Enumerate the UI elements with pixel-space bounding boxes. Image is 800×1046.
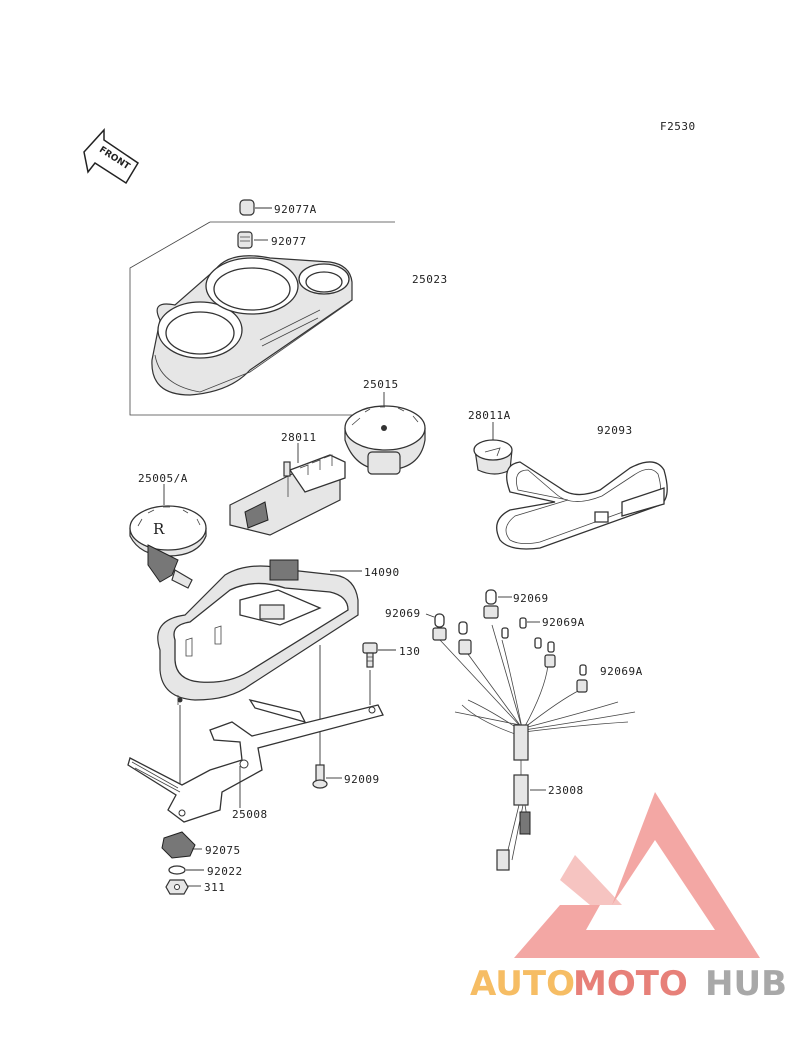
callout-28011: 28011	[281, 431, 317, 444]
callout-25015: 25015	[363, 378, 399, 391]
group-outline	[129, 221, 395, 416]
callout-92069a-a: 92069A	[542, 616, 585, 629]
callout-92077: 92077	[271, 235, 307, 248]
logo-word-moto: MOTO	[573, 964, 688, 1004]
terminal-board-28011	[229, 454, 346, 536]
callout-23008: 23008	[548, 784, 584, 797]
grommet-92075	[161, 831, 196, 859]
logo-triangle-icon	[514, 792, 760, 958]
bulb-socket-92069-left	[432, 613, 447, 641]
front-arrow-icon: FRONT	[83, 128, 140, 185]
tachometer-part	[344, 405, 426, 475]
screw-92009	[312, 764, 328, 789]
figure-code: F2530	[660, 120, 696, 133]
callout-92093: 92093	[597, 424, 633, 437]
speedometer-25005a: R	[129, 505, 207, 589]
callout-92009: 92009	[344, 773, 380, 786]
callout-92075: 92075	[205, 844, 241, 857]
bulb-92069a-b	[501, 627, 588, 693]
socket-small-1	[458, 621, 472, 655]
callout-92069-top: 92069	[513, 592, 549, 605]
rubber-seal-92093	[496, 461, 668, 550]
callout-92077a: 92077A	[274, 203, 317, 216]
callout-25023: 25023	[412, 273, 448, 286]
logo-word-auto: AUTO	[470, 964, 575, 1004]
bulb-92077	[237, 231, 253, 249]
callout-130: 130	[399, 645, 420, 658]
callout-92022: 92022	[207, 865, 243, 878]
callout-92069-left: 92069	[385, 607, 421, 620]
bracket-25008	[127, 698, 384, 823]
bulb-socket-92069-top	[483, 589, 499, 619]
callout-14090: 14090	[364, 566, 400, 579]
callout-25008: 25008	[232, 808, 268, 821]
washer-92022	[168, 865, 186, 875]
callout-92069a-b: 92069A	[600, 665, 643, 678]
meter-cover-part	[151, 255, 353, 396]
automotohub-logo: AUTO MOTO HUB	[470, 792, 787, 1004]
callout-311: 311	[204, 881, 225, 894]
nut-311	[165, 879, 189, 895]
logo-word-hub: HUB	[705, 964, 787, 1004]
callout-28011a: 28011A	[468, 409, 511, 422]
wiring-harness-23008	[439, 624, 636, 871]
meter-case-14090	[157, 559, 359, 705]
logo-inner-triangle-icon	[560, 855, 622, 905]
socket-28011a-part	[473, 439, 513, 475]
bulb-92069a-a	[519, 617, 542, 649]
bulb-92077a	[239, 199, 255, 216]
screw-130	[362, 642, 378, 668]
svg-text:R: R	[153, 520, 165, 538]
callout-25005a: 25005/A	[138, 472, 188, 485]
